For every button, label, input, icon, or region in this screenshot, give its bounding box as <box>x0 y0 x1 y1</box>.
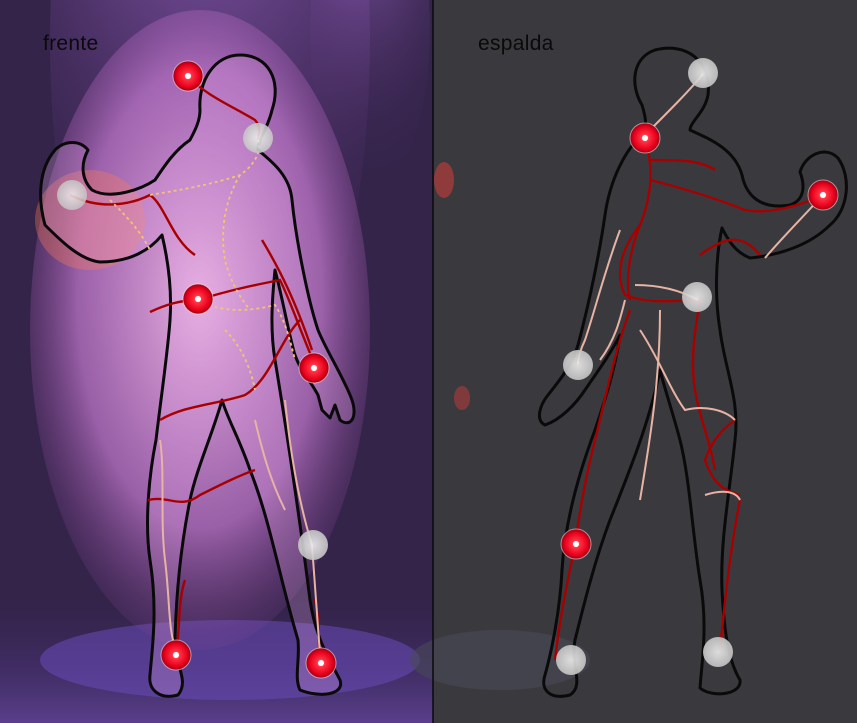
red-dot-icon <box>630 123 660 153</box>
grey-dot-icon <box>243 123 273 153</box>
grey-dot-icon <box>556 645 586 675</box>
red-dot-icon <box>561 529 591 559</box>
grey-dot-icon <box>682 282 712 312</box>
back-panel-label: espalda <box>478 32 554 56</box>
grey-dot-icon <box>298 530 328 560</box>
red-dot-icon <box>299 353 329 383</box>
front-panel-label: frente <box>43 32 99 56</box>
grey-dot-icon <box>688 58 718 88</box>
grey-dot-icon <box>703 637 733 667</box>
back-panel <box>410 0 857 723</box>
red-dot-icon <box>161 640 191 670</box>
grey-dot-icon <box>563 350 593 380</box>
red-dot-icon <box>173 61 203 91</box>
grey-dot-icon <box>57 180 87 210</box>
red-dot-icon <box>306 648 336 678</box>
red-dot-icon <box>808 180 838 210</box>
red-dot-icon <box>183 284 213 314</box>
